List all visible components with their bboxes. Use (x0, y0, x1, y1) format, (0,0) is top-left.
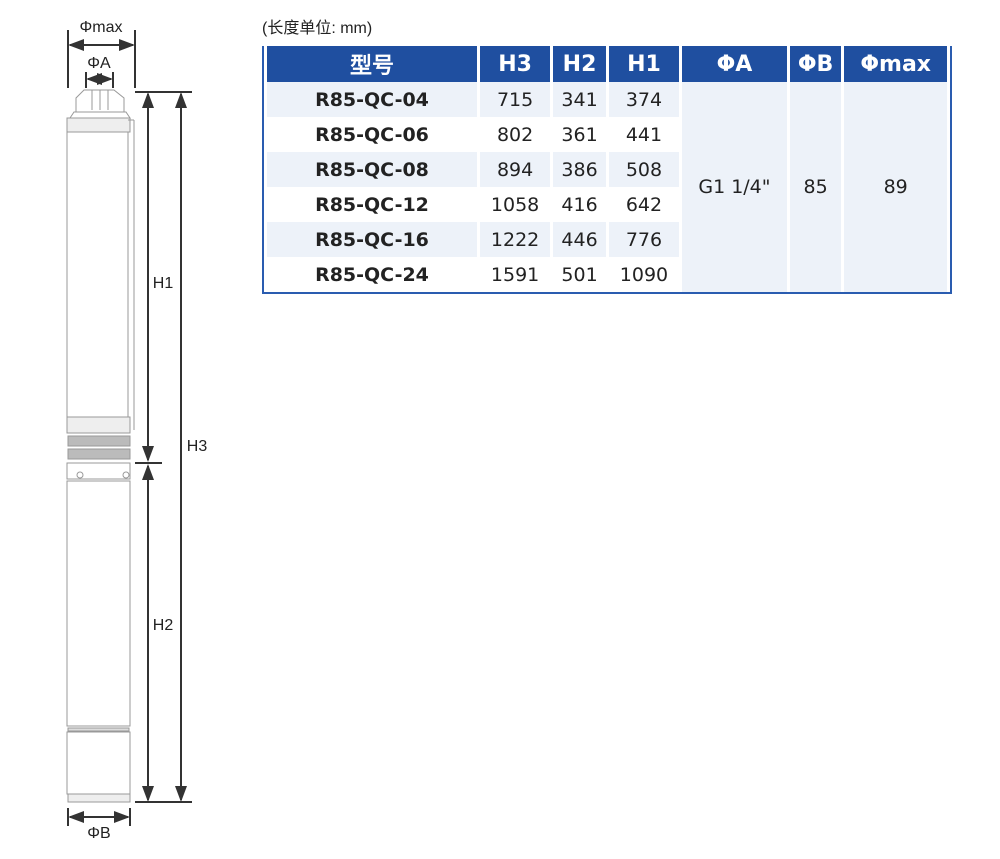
cell-model: R85-QC-16 (267, 222, 477, 257)
dimension-table: 型号 H3 H2 H1 ΦA ΦB Φmax R85-QC-04 715 341… (262, 46, 952, 294)
cell-h3: 802 (496, 123, 534, 146)
header-h1: H1 (608, 46, 680, 82)
header-model: 型号 (267, 46, 477, 82)
header-h3: H3 (480, 46, 551, 82)
table-row: R85-QC-24 1591 501 1090 (267, 257, 947, 292)
cell-h3: 894 (480, 152, 551, 187)
cell-h1: 776 (608, 222, 680, 257)
phi-a-label: ΦA (87, 55, 111, 72)
cell-h2: 386 (553, 152, 606, 187)
cell-phi-b: 85 (789, 82, 842, 292)
cell-h1: 441 (625, 123, 663, 146)
h2-label: H2 (153, 617, 174, 634)
cell-h3: 1222 (480, 222, 551, 257)
cell-h1: 1090 (619, 263, 669, 286)
h1-label: H1 (153, 275, 174, 292)
header-phi-a: ΦA (682, 46, 787, 82)
unit-note: (长度单位: mm) (262, 20, 373, 37)
table-row: R85-QC-06 802 361 441 (267, 117, 947, 152)
phi-b-label: ΦB (87, 825, 110, 842)
pump-drawing (66, 89, 135, 803)
dimension-lines (67, 30, 192, 826)
header-phi-max: Φmax (844, 46, 947, 82)
cell-h2: 416 (561, 193, 598, 216)
cell-h2: 446 (553, 222, 606, 257)
cell-h1: 508 (608, 152, 680, 187)
cell-model: R85-QC-08 (267, 152, 477, 187)
table-row: R85-QC-08 894 386 508 (267, 152, 947, 187)
pump-dimension-diagram: Φmax ΦA H1 H3 H2 ΦB (66, 19, 208, 842)
cell-h3: 715 (480, 82, 551, 117)
cell-phi-max: 89 (844, 82, 947, 292)
cell-h3: 1058 (490, 193, 540, 216)
cell-model: R85-QC-06 (315, 123, 429, 146)
table-header-row: 型号 H3 H2 H1 ΦA ΦB Φmax (267, 46, 947, 82)
phi-max-label: Φmax (80, 19, 123, 36)
cell-h2: 361 (561, 123, 598, 146)
header-h2: H2 (553, 46, 606, 82)
cell-h3: 1591 (490, 263, 540, 286)
cell-model: R85-QC-12 (315, 193, 429, 216)
cell-h2: 341 (553, 82, 606, 117)
h3-label: H3 (187, 438, 208, 455)
cell-model: R85-QC-04 (267, 82, 477, 117)
cell-h1: 642 (625, 193, 663, 216)
cell-phi-a: G1 1/4" (682, 82, 787, 292)
cell-h2: 501 (561, 263, 598, 286)
table-row: R85-QC-16 1222 446 776 (267, 222, 947, 257)
cell-h1: 374 (608, 82, 680, 117)
table-row: R85-QC-12 1058 416 642 (267, 187, 947, 222)
table-row: R85-QC-04 715 341 374 G1 1/4" 85 89 (267, 82, 947, 292)
header-phi-b: ΦB (789, 46, 842, 82)
cell-model: R85-QC-24 (315, 263, 429, 286)
